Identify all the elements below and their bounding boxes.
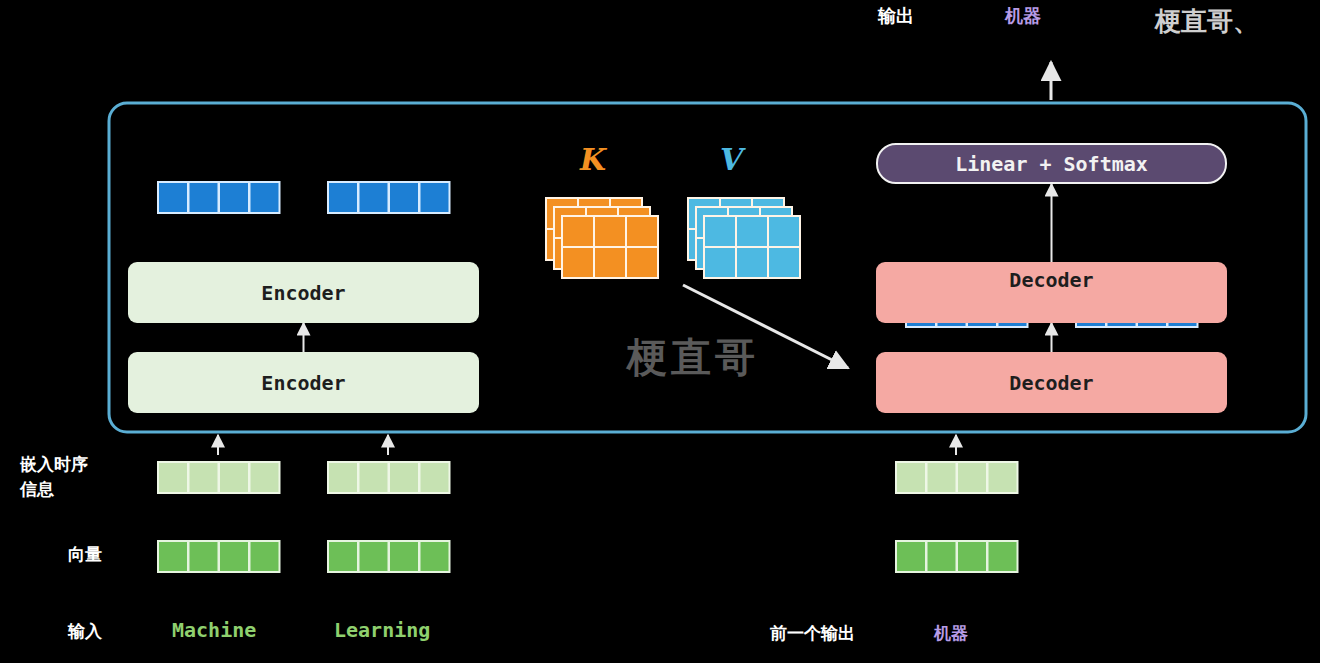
vector-cell <box>420 462 450 493</box>
row-caption: 嵌入时序 信息 <box>20 452 96 501</box>
encoder-box: Encoder <box>128 352 479 413</box>
input-arrow <box>217 435 219 455</box>
vector-cell <box>359 182 389 213</box>
vector-cell <box>158 182 188 213</box>
input-token: Learning <box>334 618 430 642</box>
box-title: Encoder <box>261 371 345 395</box>
matrix-cell <box>736 247 768 278</box>
box-title: Decoder <box>1009 268 1093 292</box>
vector-cell <box>189 541 219 572</box>
vector-cell <box>957 541 987 572</box>
row-caption: 向量 <box>68 543 102 566</box>
flow-arrow <box>1051 184 1053 262</box>
vector-cell <box>189 462 219 493</box>
vector-cell <box>420 541 450 572</box>
output-arrow <box>1050 62 1053 100</box>
box-title: Encoder <box>261 281 345 305</box>
vectors <box>158 182 1198 572</box>
input-arrow <box>955 435 957 455</box>
input-token: 机器 <box>934 622 968 645</box>
matrix-cell <box>562 247 594 278</box>
input-token: Machine <box>172 618 256 642</box>
vector-cell <box>328 182 358 213</box>
matrix-cell <box>626 247 658 278</box>
kv-matrices <box>546 198 800 278</box>
vector-cell <box>389 541 419 572</box>
vector-cell <box>389 462 419 493</box>
vector-cell <box>988 462 1018 493</box>
input-arrow <box>387 435 389 455</box>
vector-cell <box>219 541 249 572</box>
matrix-cell <box>704 216 736 247</box>
matrix-cell <box>736 216 768 247</box>
vector-cell <box>896 462 926 493</box>
vector-cell <box>359 541 389 572</box>
matrix-cell <box>594 247 626 278</box>
watermark: 梗直哥、 <box>1155 4 1259 39</box>
box-title: Decoder <box>1009 371 1093 395</box>
vector-cell <box>927 541 957 572</box>
vector-cell <box>927 462 957 493</box>
box-title: Linear + Softmax <box>955 152 1148 176</box>
vector-cell <box>250 462 280 493</box>
output-token: 机器 <box>1005 4 1041 28</box>
vector-cell <box>988 541 1018 572</box>
vector-cell <box>359 462 389 493</box>
model-frame <box>109 103 1306 432</box>
output-caption: 输出 <box>878 4 914 28</box>
flow-arrow <box>303 323 305 352</box>
output-layer-box: Linear + Softmax <box>876 143 1227 184</box>
matrix-cell <box>594 216 626 247</box>
vector-cell <box>189 182 219 213</box>
row-caption: 前一个输出 <box>770 622 855 645</box>
matrix-cell <box>562 216 594 247</box>
vector-cell <box>158 462 188 493</box>
vector-cell <box>328 541 358 572</box>
vector-cell <box>219 182 249 213</box>
decoder-box: Decoder <box>876 262 1227 323</box>
matrix-cell <box>768 216 800 247</box>
vector-cell <box>250 541 280 572</box>
flow-arrow <box>1051 323 1053 352</box>
vector-cell <box>389 182 419 213</box>
matrix-cell <box>768 247 800 278</box>
vector-cell <box>896 541 926 572</box>
vector-cell <box>328 462 358 493</box>
decoder-box: Decoder <box>876 352 1227 413</box>
row-caption: 输入 <box>68 620 102 643</box>
matrix-name: K <box>580 142 606 177</box>
matrix-cell <box>626 216 658 247</box>
vector-cell <box>420 182 450 213</box>
matrix-name: V <box>720 142 743 177</box>
vector-cell <box>219 462 249 493</box>
watermark: 梗直哥 <box>627 330 759 385</box>
vector-cell <box>250 182 280 213</box>
vector-cell <box>158 541 188 572</box>
vector-cell <box>957 462 987 493</box>
matrix-cell <box>704 247 736 278</box>
encoder-box: Encoder <box>128 262 479 323</box>
